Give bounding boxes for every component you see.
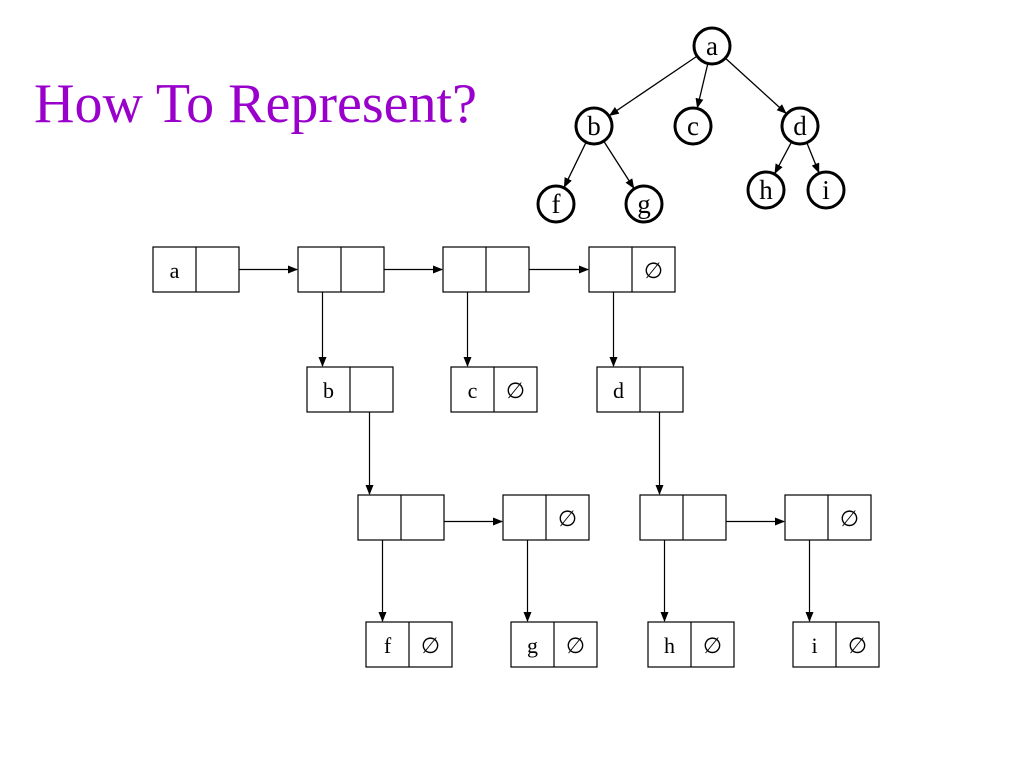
tree-node-circle [692,26,732,66]
list-cell-bl2: ∅ [502,494,590,541]
tree-node-i: i [806,170,846,210]
cell-left-value: d [613,378,624,403]
tree-node-circle [536,184,576,224]
tree-node-label: i [822,175,830,205]
tree-node-label: c [687,111,699,141]
cell-right-value: ∅ [566,633,585,658]
cell-left-value: f [384,633,392,658]
list-cell-bl1 [357,494,445,541]
tree-node-h: h [746,170,786,210]
tree-node-label: f [552,189,561,219]
cell-left-value: c [468,378,478,403]
list-cell-b: b [306,366,394,413]
cell-right-value: ∅ [506,378,525,403]
tree-edge-a-c [695,63,709,109]
list-cell-d: d [596,366,684,413]
list-cell-f: f∅ [365,621,453,668]
tree-edge-d-h [774,141,793,175]
tree-node-label: b [587,111,601,141]
tree-node-g: g [624,184,664,224]
list-cell-r3: ∅ [588,246,676,293]
tree-node-circle [624,184,664,224]
list-cell-r1 [297,246,385,293]
cell-right-value: ∅ [558,506,577,531]
list-cell-c: c∅ [450,366,538,413]
cell-right-value: ∅ [848,633,867,658]
cell-left-value: b [323,378,334,403]
cell-right-value: ∅ [703,633,722,658]
tree-nodes: a b c d f g h i [536,26,846,224]
tree-edge-b-g [603,140,635,189]
cell-right-value: ∅ [840,506,859,531]
tree-edge-a-d [724,57,787,114]
tree-node-label: a [706,31,718,61]
tree-node-f: f [536,184,576,224]
cell-right-value: ∅ [421,633,440,658]
tree-node-label: h [759,175,773,205]
tree-node-d: d [780,106,820,146]
list-pointers [217,265,814,622]
list-cell-dl2: ∅ [784,494,872,541]
list-cell-a: a [152,246,240,293]
list-cell-i: i∅ [792,621,880,668]
tree-node-circle [574,106,614,146]
tree-node-b: b [574,106,614,146]
cell-left-value: h [664,633,675,658]
list-cell-r2 [442,246,530,293]
tree-node-circle [780,106,820,146]
tree-node-circle [746,170,786,210]
tree-edge-b-f [563,141,587,188]
cell-right-value: ∅ [644,258,663,283]
list-cell-g: g∅ [510,621,598,668]
cell-left-value: g [527,633,538,658]
tree-node-c: c [673,106,713,146]
slide-title: How To Represent? [34,73,477,135]
tree-node-circle [806,170,846,210]
cell-left-value: i [811,633,817,658]
tree-edges [563,55,820,189]
list-cell-dl1 [639,494,727,541]
tree-node-circle [673,106,713,146]
tree-edge-d-i [806,142,820,174]
tree-node-label: d [793,111,807,141]
cell-left-value: a [170,258,180,283]
tree-node-a: a [692,26,732,66]
tree-edge-a-b [608,55,698,116]
list-cell-h: h∅ [647,621,735,668]
tree-node-label: g [637,189,651,219]
